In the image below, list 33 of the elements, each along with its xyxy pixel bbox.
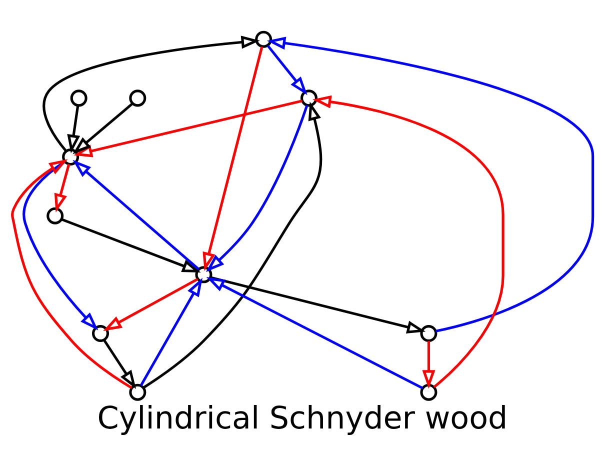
arrow [74,99,302,157]
arrow [266,44,308,95]
arrow [103,277,198,331]
arrow [140,277,202,386]
arrow [206,104,308,272]
node-circle [255,30,272,48]
node-circle [129,383,146,400]
arrow [67,105,80,153]
arrow [72,102,134,154]
node-circle [420,324,438,342]
node-circle [300,89,318,106]
arrow [61,218,201,272]
arrow [22,160,98,330]
node-circle [195,266,212,283]
arrow [72,159,200,270]
arrow [42,35,260,152]
node-circle [129,89,146,106]
arrow [11,158,132,388]
arrow [206,276,424,389]
node-circle [70,89,88,106]
arrow [202,46,264,271]
diagram-title: Cylindrical Schnyder wood [97,400,508,436]
node-circle [62,148,80,166]
arrow [54,163,70,212]
node-circle [46,206,64,224]
arrow [266,36,594,332]
arrow [422,340,436,388]
arrow [210,276,426,333]
node-circle [92,324,110,342]
arrow [103,338,136,388]
arrow [142,101,322,388]
arrow [312,94,504,388]
node-circle [420,383,438,400]
